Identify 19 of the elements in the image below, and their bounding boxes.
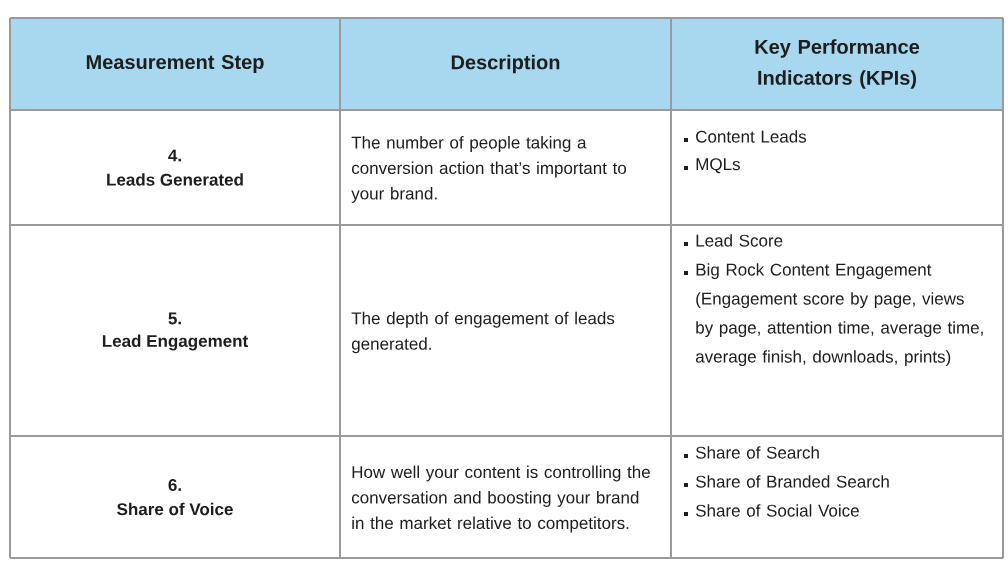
header-cell: Description xyxy=(340,18,671,110)
step-text: 4. xyxy=(168,149,181,162)
description-text: The number of people taking a conversion action that’s important to your brand. xyxy=(351,136,627,203)
description-text: How well your content is controlling the conversation and boosting your brand in the market relative to competitors. xyxy=(351,465,650,533)
step-text: Lead Engagement xyxy=(102,334,248,351)
kpi-text: MQLs xyxy=(696,158,740,174)
kpi-text: Content Leads xyxy=(696,130,807,143)
kpi-text: Share of Social Voice xyxy=(696,504,859,517)
header-cell: Key Performance Indicators (KPIs) xyxy=(671,18,1003,110)
header-cell: Measurement Step xyxy=(10,18,340,110)
step-text: Share of Voice xyxy=(117,502,233,516)
kpi-text: Share of Branded Search xyxy=(696,475,889,488)
step-text: 6. xyxy=(168,479,181,491)
kpi-text: Big Rock Content Engagement (Engagement score by page, views by page, attention time, average time, average finish, downloads, prints) xyxy=(695,263,983,367)
description-text: The depth of engagement of leads generated. xyxy=(351,311,615,354)
kpi-text: Share of Search xyxy=(696,446,819,459)
step-text: 5. xyxy=(168,312,181,325)
kpi-text: Lead Score xyxy=(696,234,783,247)
step-text: Leads Generated xyxy=(107,173,243,186)
